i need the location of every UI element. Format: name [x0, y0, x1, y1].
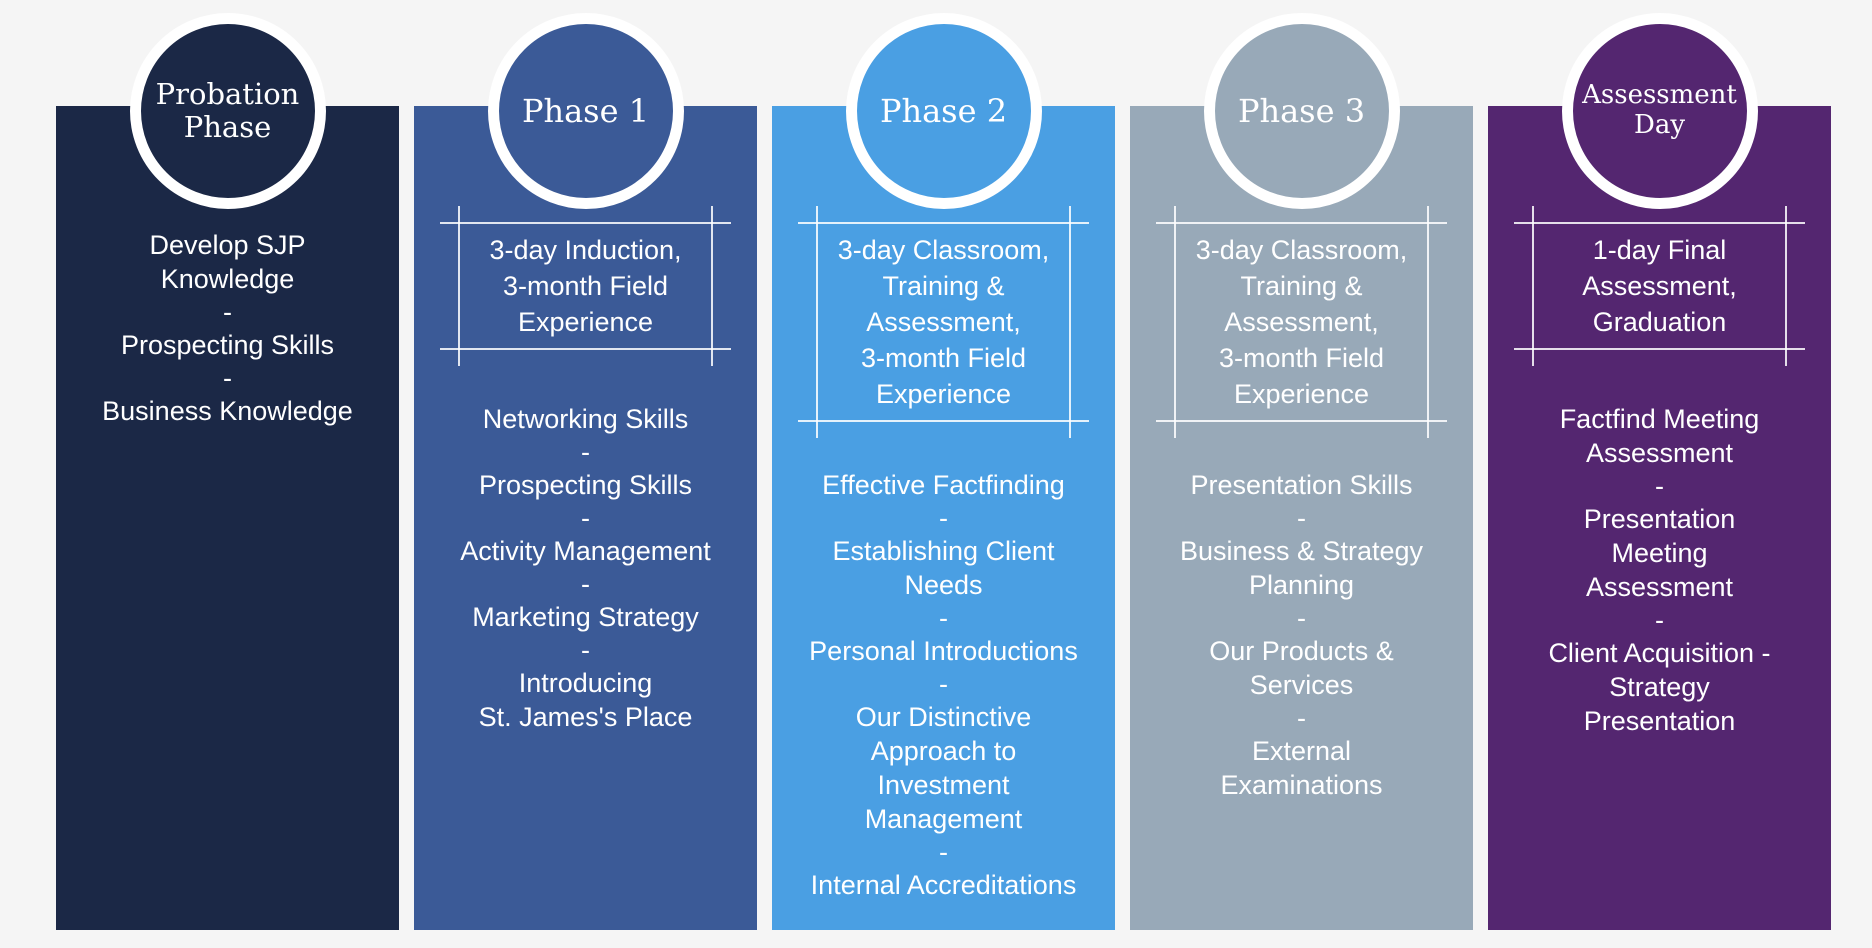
- phase-summary-frame: 3-day Classroom, Training & Assessment, …: [1156, 206, 1447, 438]
- topic-item: Our Products & Services: [1209, 636, 1394, 700]
- topic-item: Business & Strategy Planning: [1179, 536, 1424, 600]
- phase-title: Phase 2: [879, 91, 1008, 130]
- phase-topics-list: Networking Skills-Prospecting Skills-Act…: [428, 402, 743, 734]
- phase-topics-list: Effective Factfinding-Establishing Clien…: [786, 468, 1101, 902]
- frame-line: [1532, 206, 1534, 366]
- phase-column: Phase 3 3-day Classroom, Training & Asses…: [1130, 13, 1473, 930]
- topic-item: Factfind Meeting Assessment: [1559, 404, 1760, 468]
- frame-line: [440, 348, 731, 350]
- topic-item: Business Knowledge: [102, 396, 353, 426]
- phase-title: Probation Phase: [155, 76, 300, 144]
- topic-separator: -: [581, 635, 590, 665]
- frame-line: [1156, 420, 1447, 422]
- frame-line: [798, 222, 1089, 224]
- phase-badge: Phase 2: [845, 13, 1042, 209]
- topic-separator: -: [939, 837, 948, 867]
- topic-item: Establishing Client Needs: [832, 536, 1055, 600]
- phase-summary: 3-day Classroom, Training & Assessment, …: [1195, 235, 1408, 409]
- frame-line: [798, 420, 1089, 422]
- frame-line: [440, 222, 731, 224]
- phase-badge: Assessment Day: [1561, 13, 1758, 209]
- topic-item: Develop SJP Knowledge: [149, 230, 306, 294]
- topic-item: Activity Management: [460, 536, 711, 566]
- frame-line: [1427, 206, 1429, 438]
- frame-line: [1069, 206, 1071, 438]
- topic-separator: -: [1655, 605, 1664, 635]
- frame-line: [1156, 222, 1447, 224]
- topic-item: External Examinations: [1220, 736, 1383, 800]
- phase-topics-list: Develop SJP Knowledge-Prospecting Skills…: [70, 228, 385, 428]
- phase-column: Phase 2 3-day Classroom, Training & Asses…: [772, 13, 1115, 930]
- topic-item: Effective Factfinding: [822, 470, 1065, 500]
- phase-summary: 3-day Induction, 3-month Field Experienc…: [489, 235, 682, 337]
- topic-separator: -: [581, 569, 590, 599]
- frame-line: [816, 206, 818, 438]
- topic-separator: -: [939, 669, 948, 699]
- frame-line: [1514, 348, 1805, 350]
- frame-line: [711, 206, 713, 366]
- topic-separator: -: [581, 437, 590, 467]
- phase-summary-frame: 3-day Classroom, Training & Assessment, …: [798, 206, 1089, 438]
- topic-separator: -: [581, 503, 590, 533]
- topic-item: Client Acquisition - Strategy Presentati…: [1548, 638, 1771, 736]
- topic-item: Personal Introductions: [809, 636, 1078, 666]
- phase-summary-frame: 1-day Final Assessment, Graduation: [1514, 206, 1805, 366]
- phase-title: Phase 1: [521, 91, 650, 130]
- phase-summary: 3-day Classroom, Training & Assessment, …: [837, 235, 1050, 409]
- frame-line: [1174, 206, 1176, 438]
- topic-item: Presentation Meeting Assessment: [1583, 504, 1736, 602]
- topic-separator: -: [1655, 471, 1664, 501]
- topic-item: Prospecting Skills: [120, 330, 335, 360]
- phase-badge: Phase 3: [1203, 13, 1400, 209]
- phase-summary: 1-day Final Assessment, Graduation: [1582, 235, 1737, 337]
- topic-item: Internal Accreditations: [810, 870, 1077, 900]
- phase-topics-list: Presentation Skills-Business & Strategy …: [1144, 468, 1459, 802]
- topic-separator: -: [1297, 603, 1306, 633]
- topic-item: Marketing Strategy: [472, 602, 699, 632]
- phase-summary-frame: 3-day Induction, 3-month Field Experienc…: [440, 206, 731, 366]
- topic-item: Prospecting Skills: [478, 470, 693, 500]
- phase-topics-list: Factfind Meeting Assessment-Presentation…: [1502, 402, 1817, 738]
- phase-badge: Probation Phase: [129, 13, 326, 209]
- phase-title: Assessment Day: [1582, 80, 1737, 140]
- topic-item: Introducing St. James's Place: [478, 668, 693, 732]
- phase-title: Phase 3: [1237, 91, 1366, 130]
- topic-separator: -: [223, 297, 232, 327]
- topic-separator: -: [1297, 703, 1306, 733]
- topic-separator: -: [939, 603, 948, 633]
- phase-column: Phase 1 3-day Induction, 3-month Field Ex…: [414, 13, 757, 930]
- topic-separator: -: [223, 363, 232, 393]
- topic-item: Presentation Skills: [1190, 470, 1413, 500]
- frame-line: [1785, 206, 1787, 366]
- frame-line: [1514, 222, 1805, 224]
- phase-badge: Phase 1: [487, 13, 684, 209]
- phase-column: Assessment Day 1-day Final Assessment, Gr…: [1488, 13, 1831, 930]
- topic-separator: -: [939, 503, 948, 533]
- topic-item: Our Distinctive Approach to Investment M…: [855, 702, 1032, 834]
- topic-separator: -: [1297, 503, 1306, 533]
- frame-line: [458, 206, 460, 366]
- topic-item: Networking Skills: [482, 404, 689, 434]
